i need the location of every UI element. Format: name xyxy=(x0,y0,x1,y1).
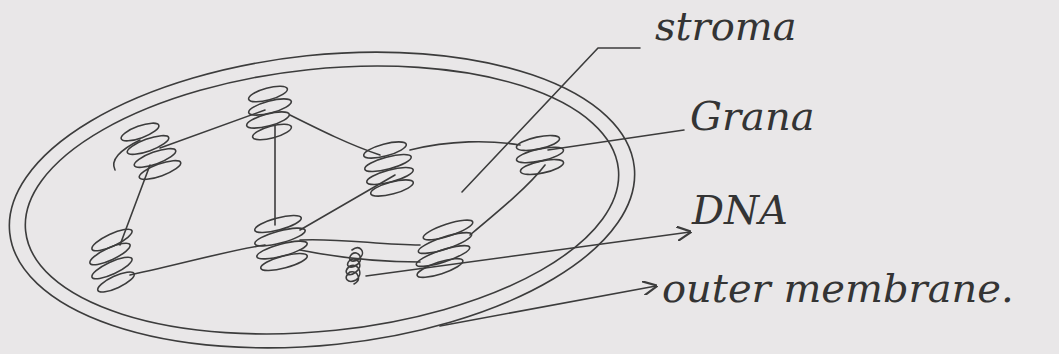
thylakoid xyxy=(251,121,293,143)
dna-coil xyxy=(346,248,362,284)
thylakoid xyxy=(132,145,177,171)
thylakoid xyxy=(253,212,302,236)
thylakoid xyxy=(247,96,293,119)
granum-stack xyxy=(253,212,308,274)
lamella xyxy=(290,115,380,155)
lamella xyxy=(274,125,276,225)
part-label: Grana xyxy=(690,96,815,136)
outer-membrane-line xyxy=(0,23,649,354)
thylakoid xyxy=(515,144,564,166)
part-label: stroma xyxy=(655,6,797,46)
thylakoid xyxy=(515,133,561,154)
thylakoid xyxy=(369,177,415,200)
lamella xyxy=(120,165,150,245)
thylakoid xyxy=(95,268,136,296)
part-label: DNA xyxy=(692,190,788,230)
thylakoid xyxy=(363,151,412,175)
thylakoid xyxy=(119,120,161,145)
granum-stack xyxy=(88,225,137,296)
lamellae xyxy=(114,110,545,275)
inner-membrane-line xyxy=(12,39,632,354)
thylakoid xyxy=(88,239,133,268)
lamella xyxy=(130,245,265,275)
leader-line xyxy=(548,130,684,150)
thylakoid xyxy=(519,157,565,178)
granum-stack xyxy=(245,83,293,143)
thylakoid xyxy=(253,224,306,249)
granum-stack xyxy=(119,120,183,184)
thylakoid xyxy=(365,164,414,188)
thylakoid xyxy=(245,109,291,132)
lamella xyxy=(300,240,420,245)
thylakoid xyxy=(90,253,135,282)
thylakoid xyxy=(259,250,308,274)
lamella xyxy=(160,110,265,148)
leader-line xyxy=(462,48,640,192)
envelope xyxy=(0,23,649,354)
granum-stack xyxy=(515,133,565,178)
leader-arrow xyxy=(440,286,656,326)
granum-stack xyxy=(362,139,415,200)
granum-stack xyxy=(415,216,475,281)
thylakoid xyxy=(255,237,308,262)
lamella xyxy=(470,165,545,235)
thylakoid xyxy=(137,157,182,183)
part-label: outer membrane. xyxy=(662,268,1014,308)
leader-arrow xyxy=(366,232,690,276)
